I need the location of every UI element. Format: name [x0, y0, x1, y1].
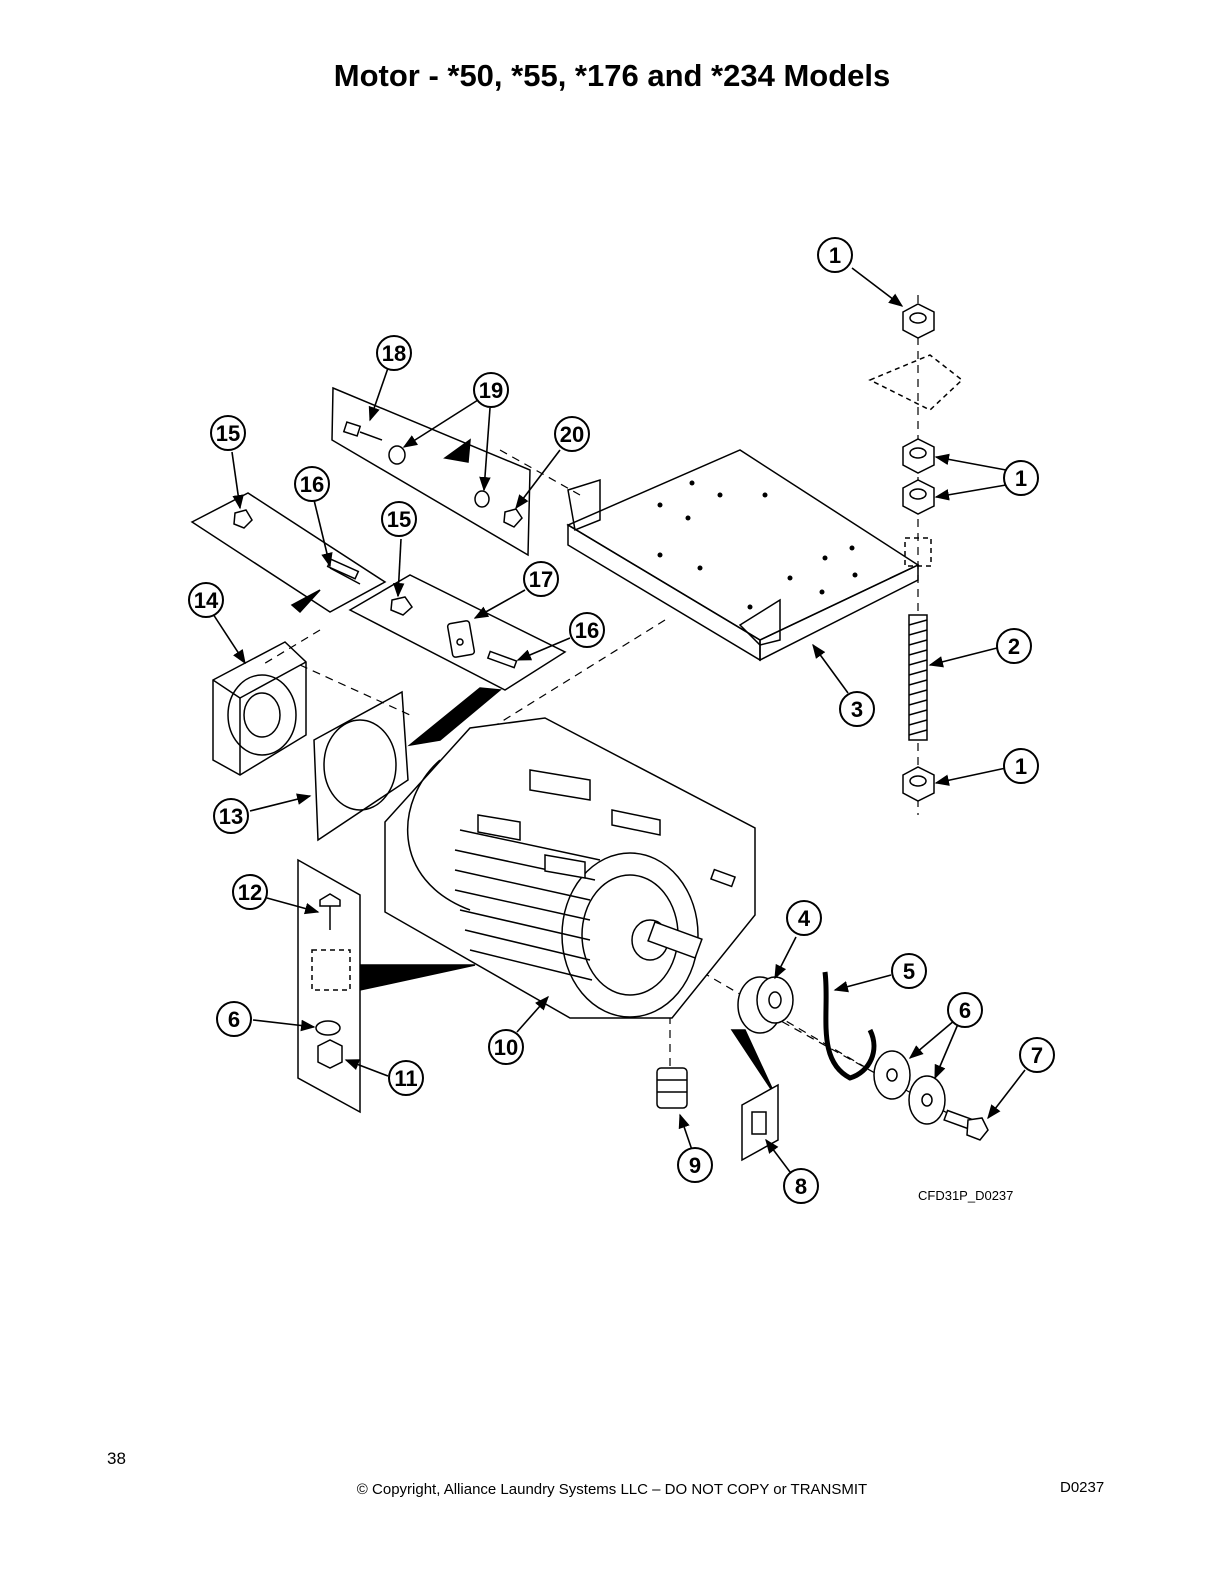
callout-label: 17	[529, 567, 553, 592]
copyright-notice: © Copyright, Alliance Laundry Systems LL…	[356, 1481, 868, 1498]
callout-c16b: 16	[569, 612, 605, 648]
leader-lines	[212, 267, 1026, 1173]
pulley-4	[730, 976, 794, 1096]
motor-base-3	[566, 449, 920, 662]
callout-circle	[216, 1001, 252, 1037]
callout-label: 5	[903, 959, 915, 984]
callout-c1c: 1	[1003, 748, 1039, 784]
callout-c5: 5	[891, 953, 927, 989]
callout-c12: 12	[232, 874, 268, 910]
callout-c17: 17	[523, 561, 559, 597]
callout-label: 19	[479, 378, 503, 403]
callout-c15a: 15	[210, 415, 246, 451]
callout-c18: 18	[376, 335, 412, 371]
callout-c10: 10	[488, 1029, 524, 1065]
callout-c4: 4	[786, 900, 822, 936]
belt-5	[822, 971, 877, 1081]
callout-label: 13	[219, 804, 243, 829]
callout-label: 15	[216, 421, 240, 446]
threaded-rod-2	[908, 614, 928, 741]
callout-label: 15	[387, 507, 411, 532]
callout-circle	[376, 335, 412, 371]
callout-label: 16	[300, 472, 324, 497]
callout-c8: 8	[783, 1168, 819, 1204]
callout-circle	[523, 561, 559, 597]
detail-frame-6-11-12	[297, 858, 361, 1114]
callout-circle	[388, 1060, 424, 1096]
callout-c13: 13	[213, 798, 249, 834]
washers-6-bolt-7	[873, 1050, 989, 1141]
callout-label: 1	[829, 243, 841, 268]
detail-frame-15-16	[190, 492, 387, 614]
fitting-9	[656, 1067, 688, 1109]
callout-circle	[213, 798, 249, 834]
callout-c11: 11	[388, 1060, 424, 1096]
callout-circle	[569, 612, 605, 648]
callout-circle	[488, 1029, 524, 1065]
callout-c3: 3	[839, 691, 875, 727]
callout-c7: 7	[1019, 1037, 1055, 1073]
callout-circle	[839, 691, 875, 727]
callout-circle	[1003, 460, 1039, 496]
callout-circle	[1003, 748, 1039, 784]
callout-label: 18	[382, 341, 406, 366]
fan-14	[212, 641, 307, 776]
callout-label: 20	[560, 422, 584, 447]
callout-label: 12	[238, 880, 262, 905]
callout-circle	[786, 900, 822, 936]
fan-plate-13	[313, 690, 409, 842]
detail-frame-15-17	[348, 574, 567, 747]
callout-circle	[783, 1168, 819, 1204]
document-code: D0237	[1060, 1479, 1105, 1496]
callout-c1b: 1	[1003, 460, 1039, 496]
callout-label: 1	[1015, 466, 1027, 491]
callout-label: 6	[959, 998, 971, 1023]
callout-label: 10	[494, 1035, 518, 1060]
callout-c1a: 1	[817, 237, 853, 273]
callout-c15b: 15	[381, 501, 417, 537]
callout-circle	[210, 415, 246, 451]
callout-circle	[947, 992, 983, 1028]
callout-label: 2	[1008, 634, 1020, 659]
callout-circle	[996, 628, 1032, 664]
callout-c9: 9	[677, 1147, 713, 1183]
page-title: Motor - *50, *55, *176 and *234 Models	[333, 58, 891, 93]
callout-label: 8	[795, 1174, 807, 1199]
callout-label: 1	[1015, 754, 1027, 779]
callout-label: 14	[194, 588, 219, 613]
callout-c6a: 6	[947, 992, 983, 1028]
callout-label: 6	[228, 1007, 240, 1032]
callout-circle	[473, 372, 509, 408]
callout-circle	[381, 501, 417, 537]
figure-id: CFD31P_D0237	[918, 1188, 1014, 1203]
callout-circle	[1019, 1037, 1055, 1073]
callout-label: 9	[689, 1153, 701, 1178]
callout-c14: 14	[188, 582, 224, 618]
callout-circle	[232, 874, 268, 910]
callout-circle	[817, 237, 853, 273]
callout-circle	[891, 953, 927, 989]
callout-c2: 2	[996, 628, 1032, 664]
callout-label: 3	[851, 697, 863, 722]
callout-circle	[677, 1147, 713, 1183]
callout-label: 16	[575, 618, 599, 643]
callout-c19: 19	[473, 372, 509, 408]
detail-frame-18-20	[331, 386, 531, 557]
motor-10	[359, 717, 756, 1019]
callout-c6b: 6	[216, 1001, 252, 1037]
nuts-1	[868, 303, 964, 802]
page-number: 38	[107, 1449, 126, 1468]
callout-circle	[188, 582, 224, 618]
callout-label: 11	[394, 1066, 417, 1091]
callout-circle	[554, 416, 590, 452]
callout-label: 7	[1031, 1043, 1043, 1068]
callout-circle	[294, 466, 330, 502]
callout-label: 4	[798, 906, 811, 931]
callout-c20: 20	[554, 416, 590, 452]
callout-c16a: 16	[294, 466, 330, 502]
